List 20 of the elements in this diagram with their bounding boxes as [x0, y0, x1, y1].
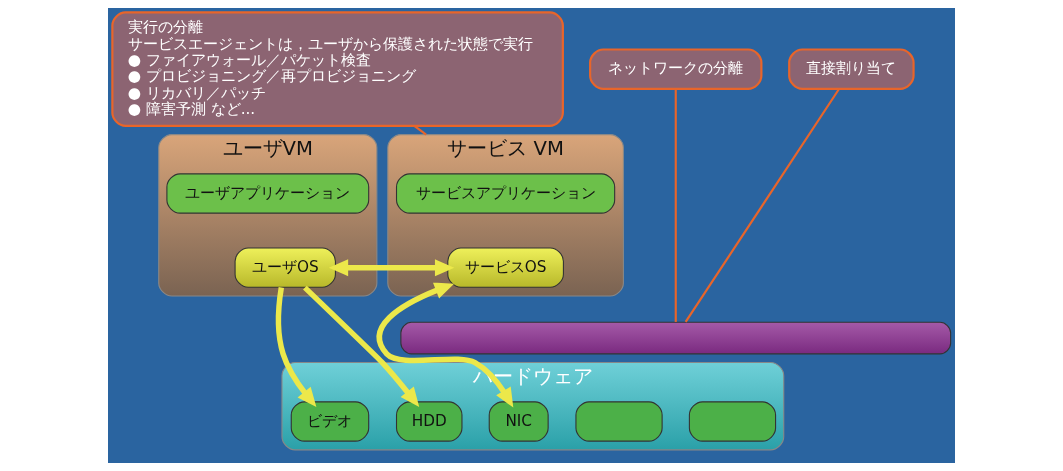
connector [674, 89, 677, 322]
node-box [688, 401, 777, 442]
node-box: サービスアプリケーション [395, 173, 616, 214]
node-box: NIC [488, 401, 549, 442]
arrow [328, 259, 455, 277]
node-box: ネットワークの分離 [589, 48, 763, 90]
node-box: 直接割り当て [788, 48, 915, 90]
node-box: HDD [395, 401, 463, 442]
node-box: ビデオ [290, 401, 370, 442]
connector [684, 88, 840, 323]
arrow [275, 287, 317, 408]
node-box [575, 401, 663, 442]
arrow [376, 282, 514, 408]
node-box: ユーザOS [234, 247, 336, 288]
arrow [303, 285, 420, 408]
node-box: ユーザアプリケーション [166, 173, 370, 214]
node-box: 実行の分離 サービスエージェントは，ユーザから保護された状態で実行 ● ファイアウォール／パケット検査 ● プロビジョニング／再プロビジョニング ● リカバリ／パッチ ● 障害予測 など... [111, 11, 564, 127]
connector [413, 125, 427, 136]
node-box: サービスOS [447, 247, 564, 288]
node-bar [400, 321, 952, 355]
